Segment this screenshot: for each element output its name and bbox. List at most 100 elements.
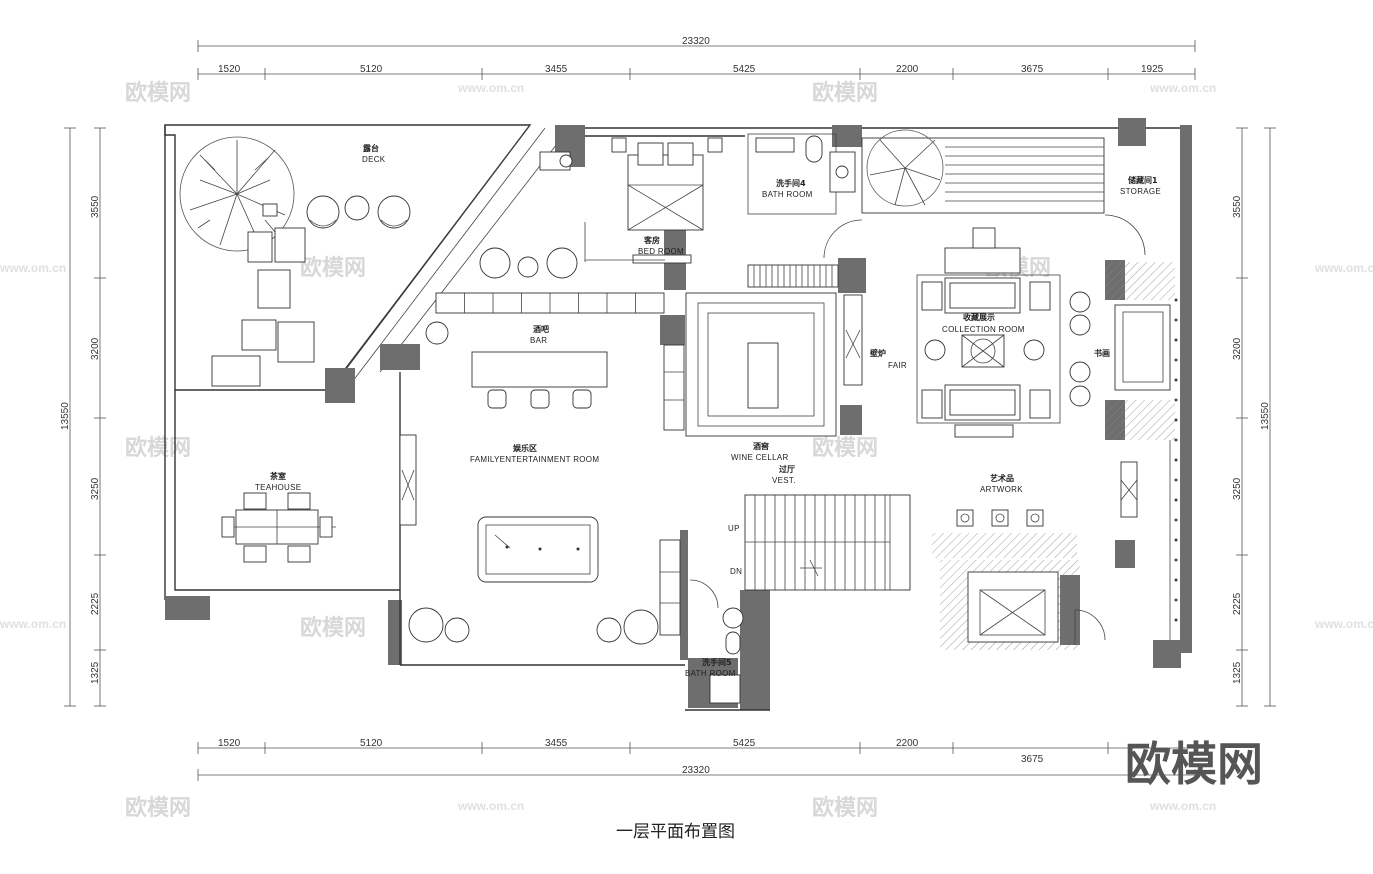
artwork-pedestal: [956, 509, 974, 527]
stepping-stone: [274, 227, 306, 263]
wine-label-cn: 酒窖: [753, 441, 769, 451]
round-planter: [425, 321, 449, 345]
dimensions-bottom: 1520 5120 3455 5425 2200 3675 23320: [197, 738, 1196, 781]
dim-h-1-bottom: 1520: [218, 738, 241, 749]
collection-label-en: COLLECTION ROOM: [942, 325, 1025, 334]
entertainment-room: 娱乐区 FAMILYENTERTAINMENT ROOM: [399, 434, 681, 645]
dim-total-bottom: 23320: [682, 765, 710, 776]
dim-total-left: 13550: [60, 402, 71, 430]
billiard-table: [477, 516, 599, 583]
display-case: [1114, 304, 1171, 391]
bath-bottom: 洗手间5 BATH ROOM: [685, 579, 1106, 704]
pillow: [667, 142, 694, 166]
dim-h-4: 5425: [733, 64, 756, 75]
bedroom-label-en: BED ROOM: [638, 247, 684, 256]
dim-h-6-bottom: 3675: [1021, 754, 1044, 765]
tea-chair: [243, 492, 267, 510]
dimensions-right: 3550 3200 3250 2225 1325 13550: [1232, 127, 1276, 707]
sink: [835, 165, 849, 179]
storage-label-cn: 储藏间1: [1127, 175, 1158, 185]
teahouse-label-cn: 茶室: [269, 471, 286, 481]
bath-top-label-cn: 洗手间4: [776, 178, 806, 188]
dim-v-1: 3550: [90, 195, 101, 218]
vest-label-en: VEST.: [772, 476, 796, 485]
bedroom-label-cn: 客房: [643, 235, 660, 245]
dim-v-5: 1325: [90, 661, 101, 684]
dim-h-7: 1925: [1141, 64, 1164, 75]
display-pedestal: [1069, 385, 1091, 407]
artwork: 艺术品 ARTWORK: [956, 461, 1138, 527]
dim-h-6: 3675: [1021, 64, 1044, 75]
bar-stool: [487, 389, 507, 409]
pillow: [637, 142, 664, 166]
deck-label-en: DECK: [362, 155, 386, 164]
armchair: [921, 281, 943, 311]
bedroom: 客房 BED ROOM: [584, 137, 723, 264]
watermark-url: www.om.cn: [1149, 799, 1216, 813]
bar-stool: [530, 389, 550, 409]
toilet: [805, 135, 823, 163]
display-pedestal: [1069, 361, 1091, 383]
sink: [722, 607, 744, 629]
watermark-url: www.om.cn: [1314, 617, 1373, 631]
nightstand: [707, 137, 723, 153]
tea-chair: [243, 545, 267, 563]
site-logo: 欧模网: [1125, 737, 1263, 791]
stepping-stone: [247, 231, 273, 263]
dim-v-2: 3200: [90, 337, 101, 360]
deck-label-cn: 露台: [363, 143, 379, 153]
side-table: [444, 617, 470, 643]
toilet: [725, 631, 741, 655]
fireplace-unit: [843, 294, 863, 386]
wine-cellar: 酒窖 WINE CELLAR 过厅 VEST.: [663, 264, 839, 485]
watermark-text: 欧模网: [125, 80, 191, 106]
staircase: UP DN: [728, 494, 911, 591]
stepping-stone: [277, 321, 315, 363]
side-label-cn: 书画: [1094, 348, 1110, 358]
planter-pot: [559, 154, 573, 168]
plant-icon: [866, 129, 944, 207]
dim-v-3-right: 3250: [1232, 477, 1243, 500]
armchair: [1029, 389, 1051, 419]
dim-v-2-right: 3200: [1232, 337, 1243, 360]
deck-side-table: [262, 203, 278, 217]
side-table: [596, 617, 622, 643]
tea-chair: [319, 516, 333, 538]
collection-room: 收藏展示 COLLECTION ROOM 书画: [916, 227, 1178, 640]
watermark-text: 欧模网: [812, 435, 878, 461]
artwork-label-en: ARTWORK: [980, 485, 1023, 494]
wine-label-en: WINE CELLAR: [731, 453, 789, 462]
bath-top-label-en: BATH ROOM: [762, 190, 813, 199]
dim-v-1-right: 3550: [1232, 195, 1243, 218]
shelf-unit: [861, 137, 1105, 214]
stair-up-label: UP: [728, 524, 740, 533]
storage: 储藏间1 STORAGE: [823, 129, 1161, 259]
watermark-url: www.om.cn: [0, 261, 66, 275]
tasting-table: [747, 342, 779, 409]
fireplace: 壁炉 FAIR: [843, 294, 907, 386]
bar-label-en: BAR: [530, 336, 547, 345]
stairs-outline: [744, 494, 911, 591]
deck-area: 露台 DECK: [179, 136, 578, 387]
deck-table: [344, 195, 370, 221]
dim-total-top: 23320: [682, 36, 710, 47]
tree-icon: [179, 136, 295, 252]
dim-total-right: 13550: [1260, 402, 1271, 430]
armchair: [1029, 281, 1051, 311]
entertainment-label-en: FAMILYENTERTAINMENT ROOM: [470, 455, 599, 464]
stepping-stone: [241, 319, 277, 351]
dimensions-left: 13550 3550 3200 3250 2225 1325: [60, 127, 106, 707]
dim-h-5-bottom: 2200: [896, 738, 919, 749]
display-pedestal: [1069, 314, 1091, 336]
dim-v-4-right: 2225: [1232, 592, 1243, 615]
artwork-label-cn: 艺术品: [990, 473, 1014, 483]
bar-area: 酒吧 BAR: [425, 292, 665, 409]
fair-label-en: FAIR: [888, 361, 907, 370]
watermark-text: 欧模网: [125, 795, 191, 821]
tv-cabinet: [632, 254, 692, 264]
teahouse-label-en: TEAHOUSE: [255, 483, 301, 492]
round-stool: [1023, 339, 1045, 361]
tea-chair: [221, 516, 235, 538]
bar-counter: [471, 351, 608, 388]
collection-label-cn: 收藏展示: [963, 312, 995, 322]
